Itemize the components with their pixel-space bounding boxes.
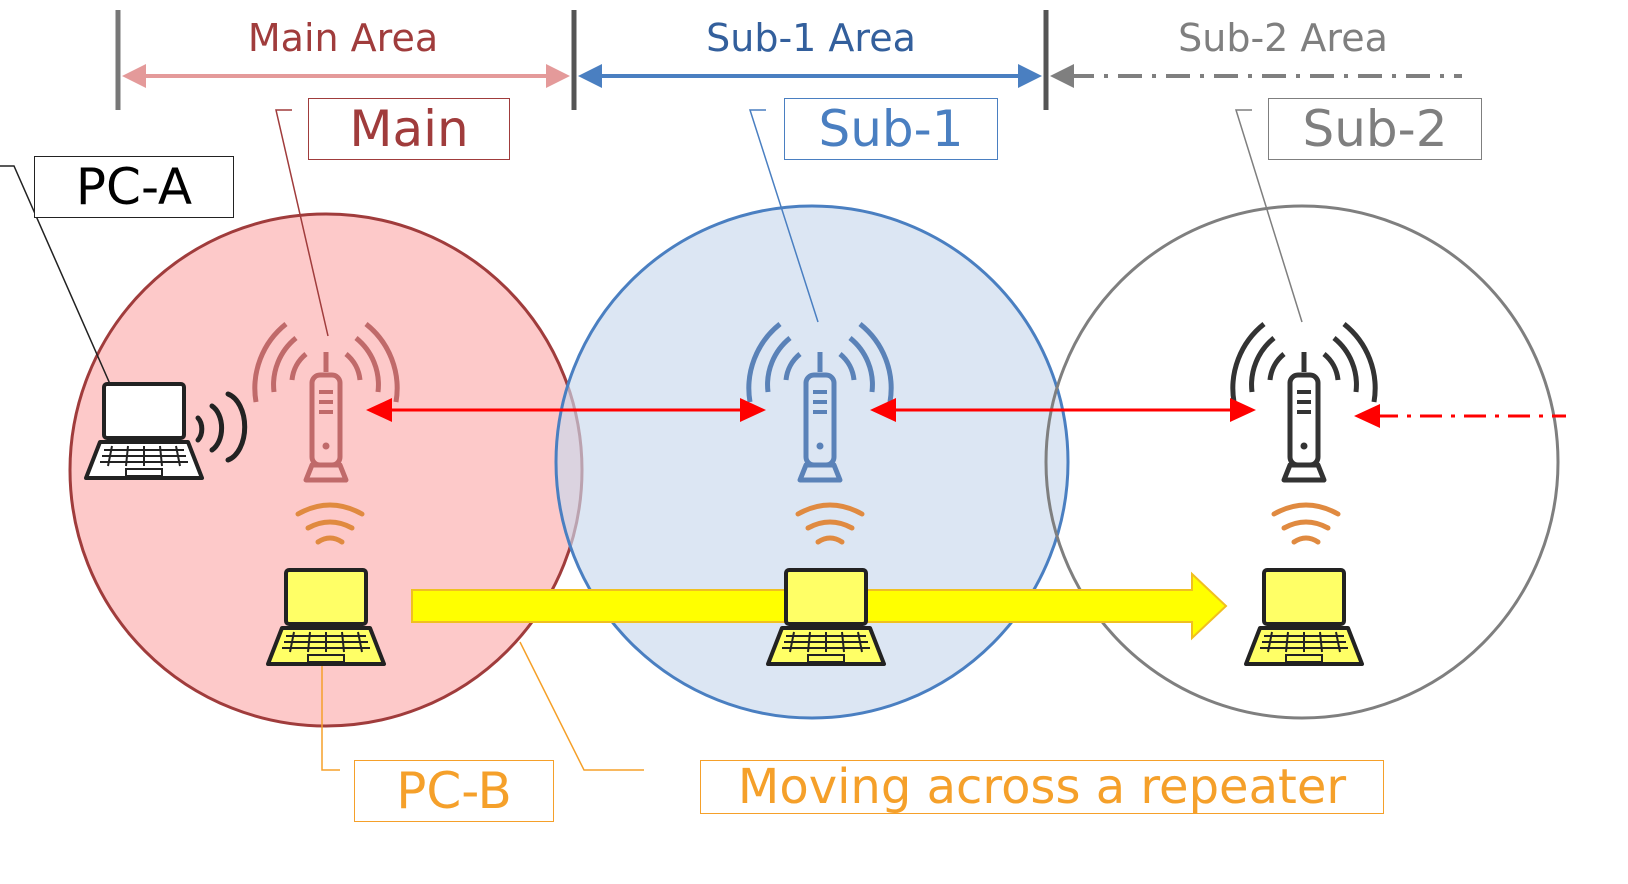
main-leader-line [275,109,329,337]
main-area-label: Main Area [247,16,439,60]
pc-a-signal-icon [195,391,248,463]
sub2-area-arrow [1050,64,1462,88]
main-label: Main [308,98,510,160]
pc-b-laptop-sub1 [766,568,886,666]
link-arrow-main-sub1 [366,398,766,422]
caption-leader-line [519,641,644,771]
sub1-area-label: Sub-1 Area [706,16,916,60]
pc-b-laptop-sub2 [1244,568,1364,666]
pc-a-label: PC-A [34,156,234,218]
sub2-leader-line [1234,109,1303,323]
sub1-area-arrow [578,64,1042,88]
sub1-label: Sub-1 [784,98,998,160]
main-area-arrow [122,64,570,88]
sub1-leader-line [748,109,819,323]
link-arrow-sub2-next [1354,404,1566,428]
pc-b-laptop-main [266,568,386,666]
sub2-coverage-circle [1044,204,1560,720]
sub2-area-label: Sub-2 Area [1178,16,1388,60]
pc-b-leader-line [321,662,340,771]
pc-a-leader-line [0,165,111,385]
sub2-label: Sub-2 [1268,98,1482,160]
caption-label: Moving across a repeater [700,759,1384,815]
link-arrow-sub1-sub2 [870,398,1256,422]
sub2-router-icon [1233,324,1375,480]
pc-a-laptop-icon [84,382,204,480]
sub2-signal-icon [1274,505,1338,542]
pc-b-label: PC-B [354,760,554,822]
